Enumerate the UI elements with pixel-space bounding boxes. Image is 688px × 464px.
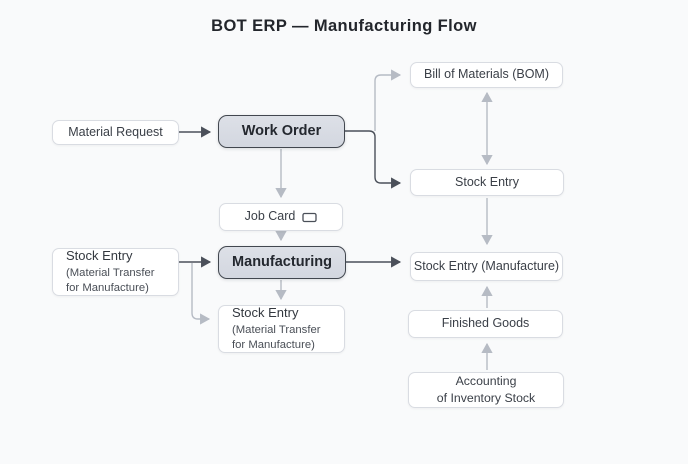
arrow-stock-entry-left-to-transfer-mid xyxy=(191,263,211,325)
card-icon xyxy=(302,212,318,222)
node-label: Stock Entry xyxy=(66,248,133,264)
node-material-request: Material Request xyxy=(52,120,179,145)
node-label: Stock Entry (Manufacture) xyxy=(413,258,560,273)
arrow-work-order-to-bom xyxy=(374,69,402,131)
node-label: Stock Entry xyxy=(455,174,519,189)
node-label: Material Request xyxy=(68,124,163,139)
node-label: Work Order xyxy=(241,123,322,140)
node-stock-entry-transfer-mid: Stock Entry (Material Transfer for Manuf… xyxy=(218,305,345,353)
node-label: of Inventory Stock xyxy=(436,391,536,405)
node-stock-entry-transfer-left: Stock Entry (Material Transfer for Manuf… xyxy=(52,248,179,296)
node-bill-of-materials: Bill of Materials (BOM) xyxy=(410,62,563,88)
node-job-card: Job Card xyxy=(219,203,343,231)
node-stock-entry-manufacture: Stock Entry (Manufacture) xyxy=(410,252,563,281)
node-sublabel: (Material Transfer xyxy=(66,267,155,280)
node-work-order: Work Order xyxy=(218,115,345,148)
node-label: Finished Goods xyxy=(441,316,530,331)
node-label: Manufacturing xyxy=(232,254,332,271)
node-manufacturing: Manufacturing xyxy=(218,246,346,279)
arrow-work-order-to-stock-entry xyxy=(345,130,402,189)
node-label: Accounting xyxy=(455,374,517,389)
node-finished-goods: Finished Goods xyxy=(408,310,563,338)
diagram-title: BOT ERP — Manufacturing Flow xyxy=(211,17,477,35)
node-stock-entry: Stock Entry xyxy=(410,169,564,196)
node-sublabel: for Manufacture) xyxy=(66,282,149,295)
node-sublabel: (Material Transfer xyxy=(232,324,321,337)
node-sublabel: for Manufacture) xyxy=(232,339,315,352)
node-label: Job Card xyxy=(244,209,296,224)
node-accounting-inventory: Accounting of Inventory Stock xyxy=(408,372,564,408)
node-label: Bill of Materials (BOM) xyxy=(423,67,550,82)
node-label: Stock Entry xyxy=(232,305,299,321)
